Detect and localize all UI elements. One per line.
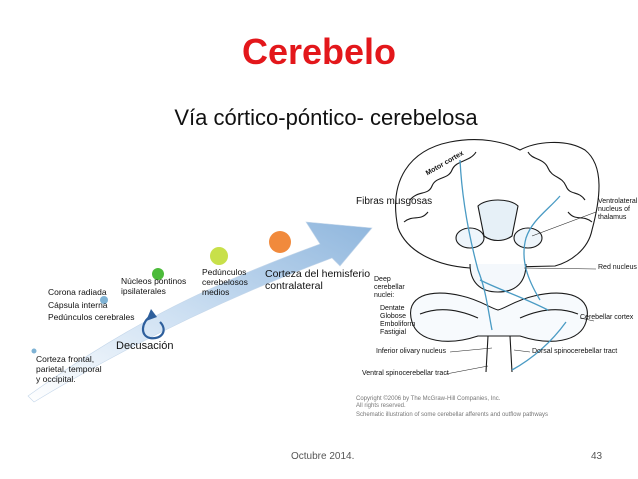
sulcus-2 bbox=[567, 211, 593, 223]
label-copyright: Copyright ©2006 by The McGraw-Hill Compa… bbox=[356, 396, 501, 409]
page-number: 43 bbox=[591, 451, 603, 462]
leader-ventrolateral bbox=[531, 211, 597, 237]
leader-red-nucleus bbox=[523, 267, 597, 270]
stage-dot-cortex bbox=[31, 348, 37, 354]
ventricle bbox=[477, 199, 519, 242]
label-cortex: Corteza frontal, parietal, temporal y oc… bbox=[36, 354, 102, 384]
gyri-left bbox=[409, 151, 477, 201]
label-corona-radiada: Corona radiada bbox=[48, 287, 107, 297]
slide-subtitle: Vía córtico-póntico- cerebelosa bbox=[174, 105, 478, 130]
label-dorsal-spinocerebellar: Dorsal spinocerebellar tract bbox=[532, 348, 618, 355]
label-deep-nuclei: Deep cerebellar nuclei: bbox=[374, 276, 405, 299]
label-capsula-interna: Cápsula interna bbox=[48, 300, 108, 310]
arrow-shape bbox=[27, 221, 373, 403]
pons bbox=[469, 263, 527, 293]
label-nucleos-pontinos: Núcleos pontinos ipsilaterales bbox=[121, 276, 187, 296]
thalamus-right bbox=[513, 227, 543, 249]
decussation-arrow bbox=[141, 315, 165, 340]
footer-date: Octubre 2014. bbox=[291, 451, 355, 462]
slide-title: Cerebelo bbox=[241, 31, 397, 72]
leader-cerebellar-cortex bbox=[579, 317, 595, 322]
label-decusacion: Decusación bbox=[116, 340, 174, 352]
leader-inferior-olivary bbox=[449, 347, 493, 353]
label-caption: Schematic illustration of some cerebella… bbox=[356, 412, 548, 418]
cerebellar-folia bbox=[419, 309, 579, 319]
tract-dorsal bbox=[511, 321, 567, 371]
label-corteza-hemisferio: Corteza del hemisferio contralateral bbox=[265, 268, 371, 292]
tract-motor bbox=[459, 159, 493, 331]
sulcus-1 bbox=[403, 211, 429, 223]
label-pedunculos-cerebelosos: Pedúnculos cerebelosos medios bbox=[202, 267, 248, 297]
label-ventral-spinocerebellar: Ventral spinocerebellar tract bbox=[362, 370, 449, 377]
stage-dot-pontine bbox=[152, 268, 164, 280]
medulla bbox=[485, 335, 513, 373]
leader-dorsal bbox=[513, 349, 531, 353]
label-red-nucleus: Red nucleus bbox=[598, 264, 637, 271]
gyri-right bbox=[527, 151, 586, 201]
label-cerebellar-cortex: Cerebellar cortex bbox=[580, 314, 634, 321]
label-fibras-musgosas: Fibras musgosas bbox=[356, 196, 433, 207]
label-inferior-olivary: Inferior olivary nucleus bbox=[376, 348, 447, 355]
stage-dot-peduncles bbox=[210, 247, 228, 265]
stage-dot-corona bbox=[100, 296, 108, 304]
leader-ventral bbox=[445, 365, 489, 375]
stage-dot-cerebellar-cortex bbox=[269, 231, 291, 253]
label-nuclei-list: Dentate Globose Emboliform Fastigial bbox=[380, 305, 416, 336]
label-ventrolateral-nucleus: Ventrolateral nucleus of thalamus bbox=[598, 198, 638, 221]
tract-cerebellar-out bbox=[523, 195, 561, 301]
decussation-arrowhead bbox=[146, 309, 157, 321]
tract-crossing bbox=[479, 279, 549, 311]
cerebellum bbox=[410, 292, 588, 342]
label-pedunculos-cerebrales: Pedúnculos cerebrales bbox=[48, 312, 135, 322]
